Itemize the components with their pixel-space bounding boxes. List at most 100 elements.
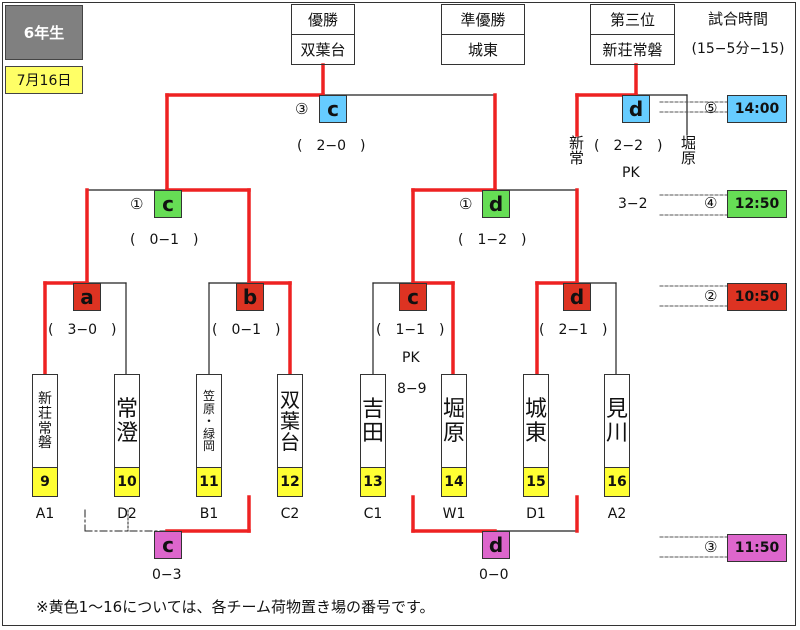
team-number: 10: [115, 467, 139, 496]
sf-right-score: ( 1−2 ): [458, 232, 527, 248]
team-name-char: 澄: [115, 420, 138, 446]
team-number: 15: [524, 467, 548, 496]
r1-b-score: ( 0−1 ): [212, 322, 281, 338]
team-name-char: 緑: [202, 426, 215, 441]
r1-c-pk-score: 8−9: [397, 381, 427, 397]
sf-left-score: ( 0−1 ): [130, 232, 199, 248]
r1-a-court: a: [73, 283, 101, 311]
team-number: 14: [442, 467, 466, 496]
sf-left-round-no: ①: [130, 195, 144, 213]
cons-right-score: 0−0: [479, 567, 509, 583]
final-round-no: ③: [295, 100, 309, 118]
schedule-time: 11:50: [727, 534, 787, 562]
sf-left-court: c: [154, 190, 182, 218]
grade-label: 6年生: [5, 5, 83, 60]
team-group: C1: [363, 506, 383, 522]
team-name: 吉田: [361, 375, 385, 468]
runner-up-box: 準優勝 城東: [441, 4, 525, 65]
team-name-char: ・: [202, 414, 215, 429]
team-name-char: 堀: [442, 397, 465, 423]
team-group: C2: [280, 506, 300, 522]
team-number: 13: [361, 467, 385, 496]
date-label: 7月16日: [5, 66, 83, 94]
cons-right-court: d: [482, 531, 510, 559]
team-name-char: 台: [280, 430, 300, 454]
schedule-round-no: ⑤: [704, 99, 718, 117]
schedule-time: 14:00: [727, 95, 787, 123]
schedule-time: 10:50: [727, 283, 787, 311]
team-name-char: 見: [605, 397, 628, 423]
r1-d-court: d: [563, 283, 591, 311]
team-name-char: 磐: [38, 435, 52, 452]
sf-right-round-no: ①: [459, 195, 473, 213]
r1-d-score: ( 2−1 ): [539, 322, 608, 338]
third-left-team: 新常: [567, 135, 585, 165]
third-team: 新荘常磐: [591, 34, 674, 64]
team-name-char: 常: [38, 420, 52, 437]
runner-up-team: 城東: [442, 34, 524, 64]
third-score: ( 2−2 ): [594, 138, 663, 154]
team-number: 16: [605, 467, 629, 496]
team-name-char: 原: [202, 401, 215, 416]
team-number: 9: [33, 467, 57, 496]
team-number: 11: [197, 467, 221, 496]
team-name: 笠原・緑岡: [197, 375, 221, 468]
cons-left-court: c: [154, 531, 182, 559]
team-group: B1: [199, 506, 219, 522]
team-name: 堀原: [442, 375, 466, 468]
third-right-team: 堀原: [679, 135, 697, 165]
r1-c-score: ( 1−1 ): [376, 322, 445, 338]
team-group: D2: [117, 506, 137, 522]
sf-right-court: d: [482, 190, 510, 218]
winner-box: 優勝 双葉台: [291, 4, 355, 65]
team-group: A2: [607, 506, 627, 522]
team-name: 新荘常磐: [33, 375, 57, 468]
r1-b-court: b: [236, 283, 264, 311]
winner-label: 優勝: [307, 11, 338, 29]
team-name-char: 新: [38, 391, 52, 408]
schedule-round-no: ④: [704, 194, 718, 212]
third-label: 第三位: [609, 11, 655, 29]
team-name-char: 城: [524, 397, 547, 423]
final-court: c: [319, 95, 347, 123]
third-pk-score: 3−2: [618, 196, 648, 212]
r1-a-score: ( 3−0 ): [48, 322, 117, 338]
team-name-char: 川: [605, 420, 628, 446]
winner-team: 双葉台: [292, 34, 354, 64]
match-time-format: (15−5分−15): [691, 41, 785, 57]
team-name-char: 原: [442, 420, 465, 446]
team-number: 12: [278, 467, 302, 496]
schedule-time: 12:50: [727, 190, 787, 218]
team-name: 城東: [524, 375, 548, 468]
team-name: 常澄: [115, 375, 139, 468]
team-name-char: 笠: [202, 389, 215, 404]
team-name-char: 吉: [361, 397, 384, 423]
team-group: W1: [442, 506, 466, 522]
team-name: 双葉台: [278, 375, 302, 468]
schedule-round-no: ②: [704, 287, 718, 305]
cons-left-score: 0−3: [152, 567, 182, 583]
team-name-char: 常: [115, 397, 138, 423]
third-pk-label: PK: [622, 165, 640, 181]
team-name-char: 荘: [38, 405, 52, 422]
schedule-round-no: ③: [704, 538, 718, 556]
final-score: ( 2−0 ): [297, 138, 366, 154]
team-group: D1: [526, 506, 546, 522]
team-name: 見川: [605, 375, 629, 468]
runner-up-label: 準優勝: [460, 11, 506, 29]
team-group: A1: [35, 506, 55, 522]
third-court: d: [622, 95, 650, 123]
match-time-label: 試合時間: [707, 10, 768, 28]
team-name-char: 葉: [280, 409, 300, 433]
third-place-box: 第三位 新荘常磐: [590, 4, 675, 65]
